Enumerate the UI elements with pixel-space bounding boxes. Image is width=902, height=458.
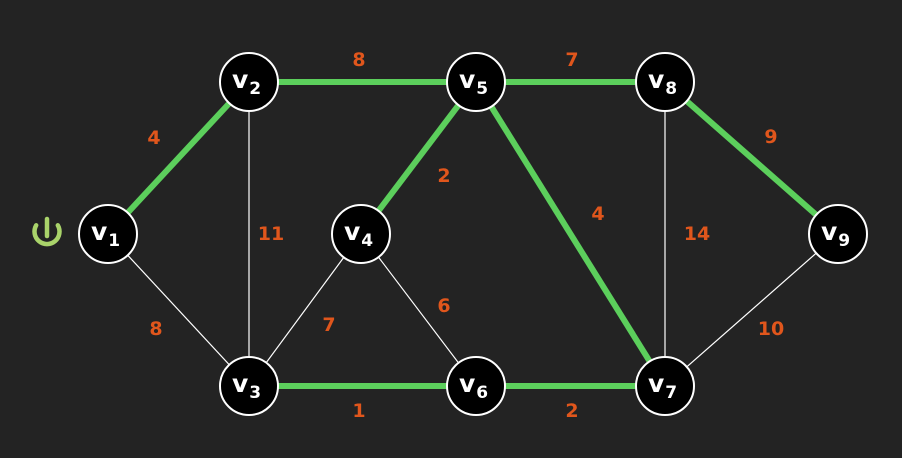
node-circle-v7: [635, 356, 695, 416]
node-circle-v6: [446, 356, 506, 416]
edge-weight-v4-v5: 2: [437, 165, 450, 187]
node-label-v1: v1: [91, 217, 120, 251]
node-circle-v8: [635, 52, 695, 112]
edge-weight-v3-v4: 7: [322, 314, 335, 336]
node-circle-v9: [808, 204, 868, 264]
edge-v8-v9: [663, 79, 840, 237]
node-label-v4: v4: [344, 217, 373, 251]
edge-weight-v2-v5: 8: [352, 49, 365, 71]
edge-weight-v1-v2: 4: [147, 127, 160, 149]
node-label-v2: v2: [232, 65, 261, 99]
edge-v5-v7: [473, 80, 668, 388]
edge-weight-v3-v6: 1: [352, 400, 365, 422]
node-label-v9: v9: [821, 217, 850, 251]
node-v5: v5: [446, 52, 506, 112]
edge-v7-v9: [664, 233, 839, 387]
node-circle-v1: [78, 204, 138, 264]
node-label-v5: v5: [459, 65, 488, 99]
edge-weight-v1-v3: 8: [149, 318, 162, 340]
node-v4: v4: [331, 204, 391, 264]
node-v1: v1: [78, 204, 138, 264]
edge-weight-v7-v9: 10: [758, 318, 784, 340]
node-label-v8: v8: [648, 65, 677, 99]
edge-weight-v5-v8: 7: [565, 49, 578, 71]
edge-weight-v7-v8: 14: [684, 223, 710, 245]
node-circle-v3: [219, 356, 279, 416]
node-v8: v8: [635, 52, 695, 112]
node-circle-v2: [219, 52, 279, 112]
edge-weight-v6-v7: 2: [565, 400, 578, 422]
edge-v4-v5: [358, 80, 479, 236]
edge-v1-v3: [107, 233, 250, 387]
node-label-v7: v7: [648, 369, 677, 403]
edge-weight-v8-v9: 9: [764, 126, 777, 148]
edge-weight-v4-v6: 6: [437, 295, 450, 317]
edge-v1-v2: [105, 79, 252, 237]
node-v9: v9: [808, 204, 868, 264]
node-v6: v6: [446, 356, 506, 416]
edge-v4-v6: [360, 233, 477, 387]
node-label-v6: v6: [459, 369, 488, 403]
edges-layer: [105, 79, 840, 389]
node-v3: v3: [219, 356, 279, 416]
node-v2: v2: [219, 52, 279, 112]
node-circle-v5: [446, 52, 506, 112]
node-v7: v7: [635, 356, 695, 416]
power-icon: [32, 216, 62, 247]
edge-weights-layer: 4 8 11 8 7 1 2 6 4 7 2 14 10 9: [147, 49, 784, 422]
edge-weight-v5-v7: 4: [591, 203, 604, 225]
node-label-v3: v3: [232, 369, 261, 403]
node-circle-v4: [331, 204, 391, 264]
nodes-layer: v1 v2 v3 v4 v5 v6 v7 v8 v9: [78, 52, 868, 416]
edge-weight-v2-v3: 11: [258, 223, 284, 245]
edge-v3-v4: [248, 233, 362, 387]
